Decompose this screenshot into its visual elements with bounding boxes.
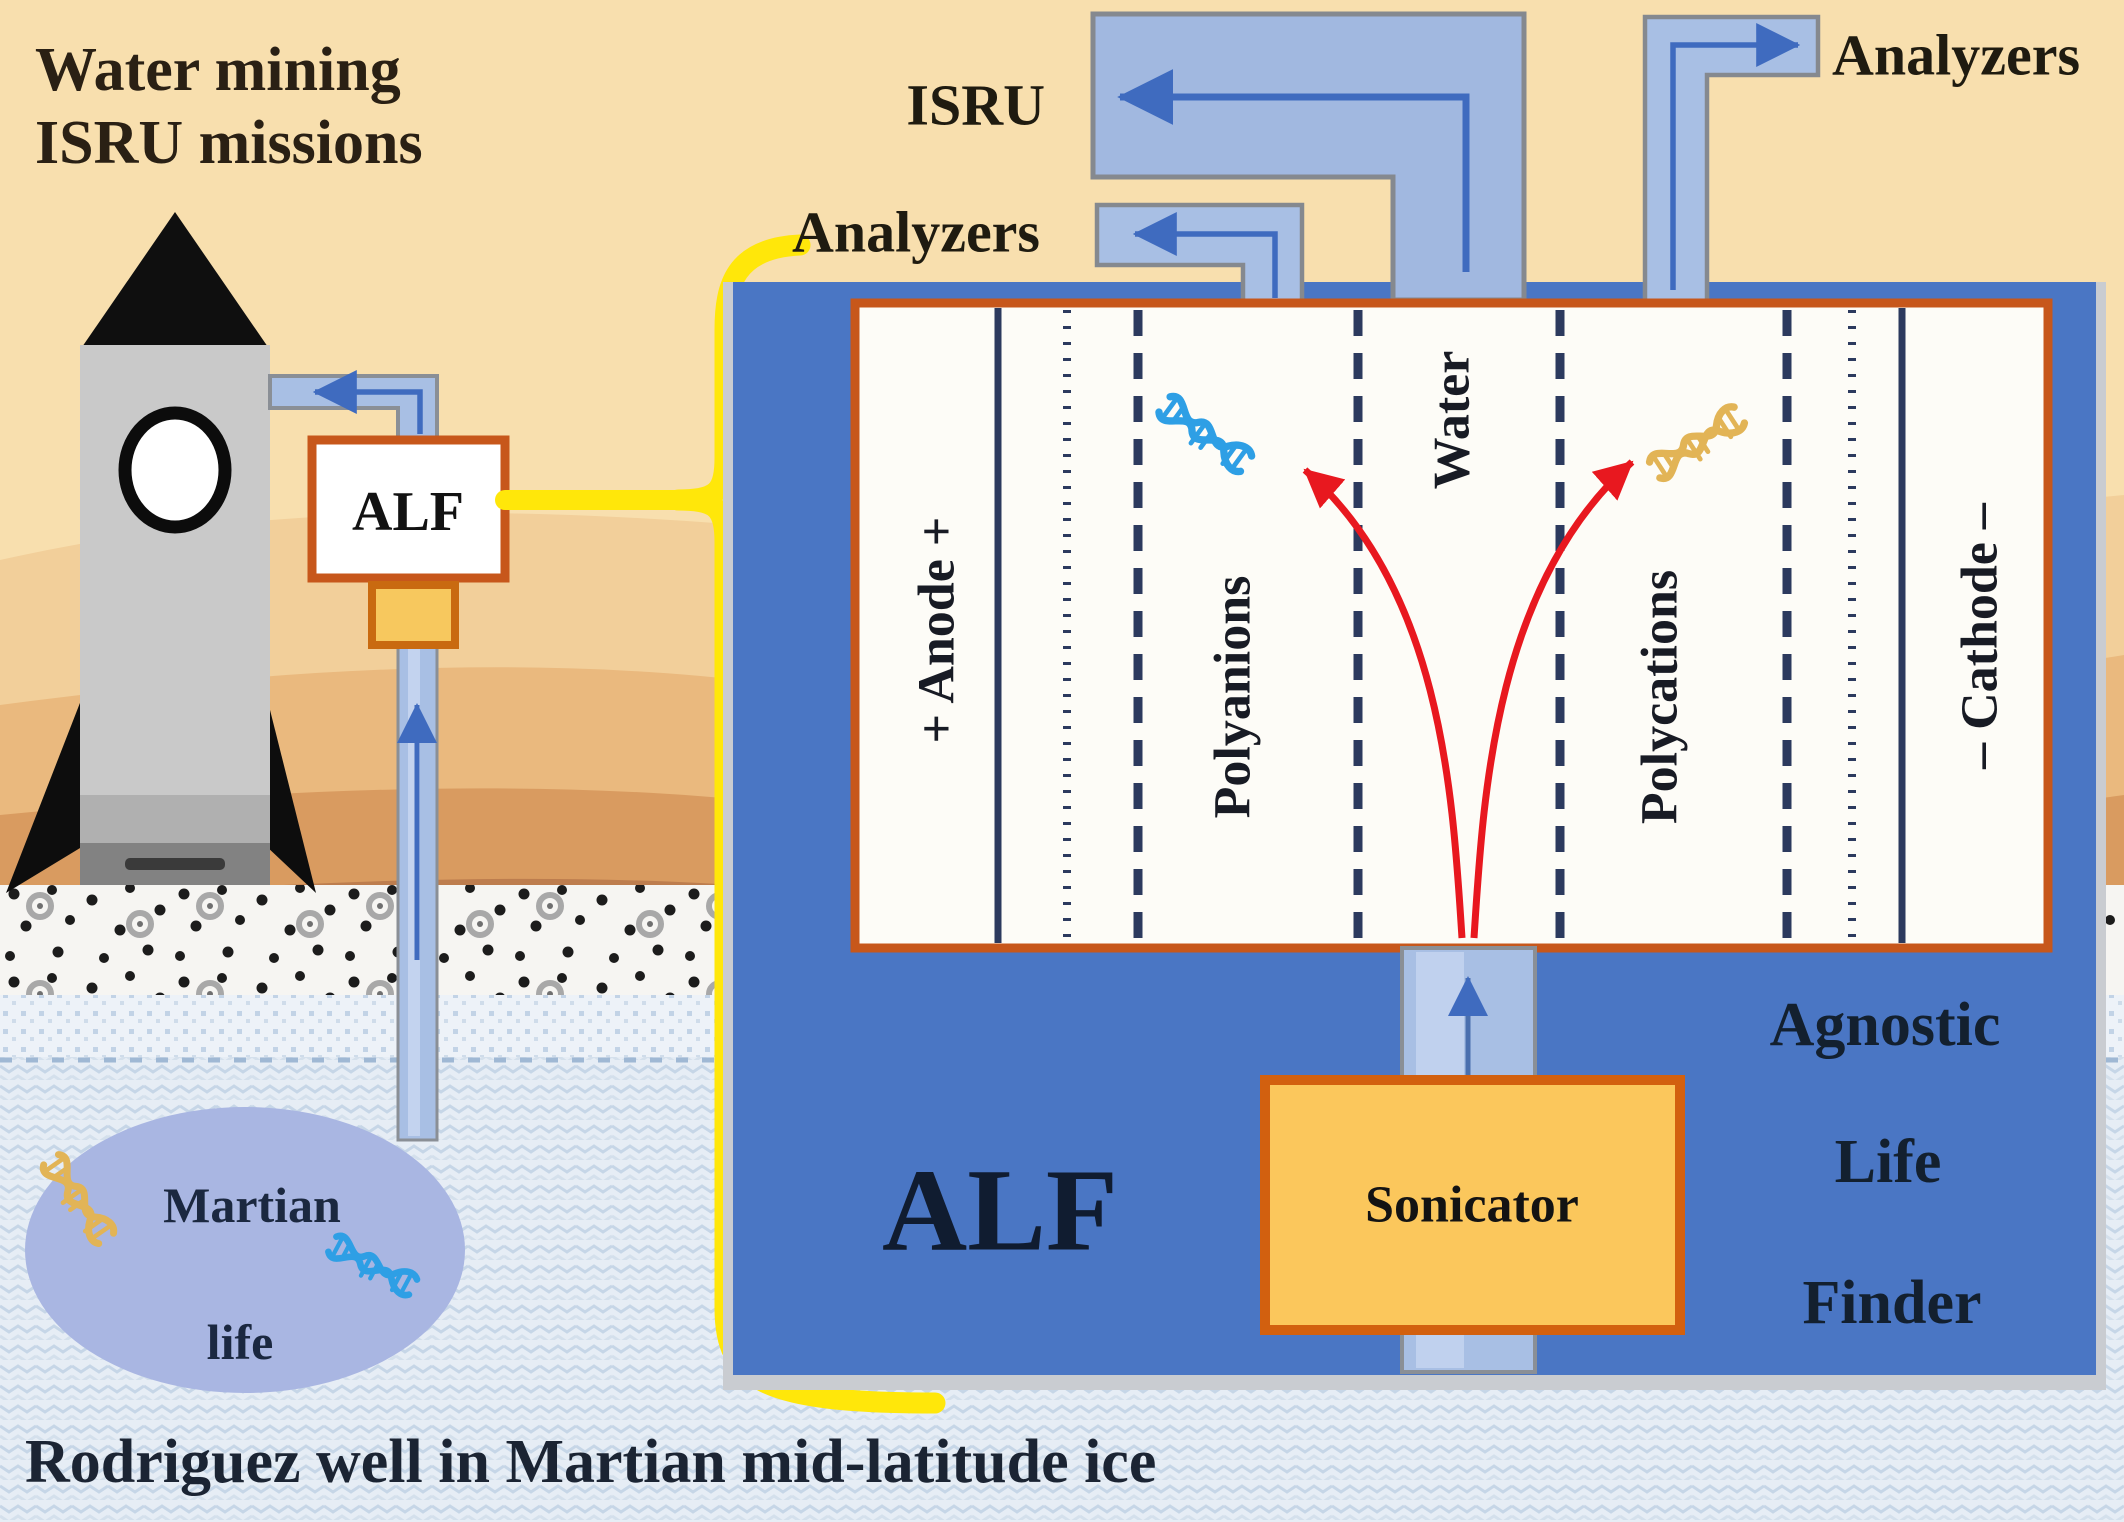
device-name-line-3: Finder xyxy=(1802,1269,1981,1337)
output-labels: ISRU Analyzers Analyzers xyxy=(792,23,2080,265)
flow-arrow-analyzers-left-icon xyxy=(1132,212,1278,298)
water-label: Water xyxy=(1424,351,1481,490)
chamber-membranes xyxy=(994,308,1906,943)
rocket-nose-cone-icon xyxy=(80,212,270,350)
surface-piping: ALF xyxy=(268,370,510,1142)
martian-life-label-1: Martian xyxy=(163,1177,341,1233)
brine-pocket-ellipse xyxy=(25,1107,465,1393)
flow-arrows-left xyxy=(312,370,437,960)
device-name-line-1: Agnostic xyxy=(1770,991,2001,1059)
output-piping xyxy=(1090,11,1821,305)
surface-alf-label: ALF xyxy=(352,481,464,543)
title-block: Water mining ISRU missions xyxy=(35,36,423,177)
cathode-label: – Cathode – xyxy=(1952,502,2009,770)
flow-arrow-to-rocket-icon xyxy=(312,370,423,434)
surface-alf-box xyxy=(307,435,510,583)
separation-arrow-polyanions-icon xyxy=(1302,467,1466,939)
flow-arrows-top xyxy=(1117,23,1801,298)
rocket-marking xyxy=(125,858,225,870)
flow-arrow-analyzers-right-icon xyxy=(1670,23,1801,290)
polycations-label: Polycations xyxy=(1632,570,1689,824)
analyzers-left-label: Analyzers xyxy=(792,200,1040,265)
separation-arrow-polycations-icon xyxy=(1470,459,1635,939)
flow-arrow-isru-icon xyxy=(1117,69,1470,272)
rocket-leg-right xyxy=(265,690,316,893)
rocket-window-icon xyxy=(118,406,232,534)
polyanions-label: Polyanions xyxy=(1205,576,1262,819)
device-alf-label: ALF xyxy=(882,1145,1118,1276)
rocket xyxy=(6,212,316,893)
wellhead-coupler-box xyxy=(368,581,459,649)
title-line-1: Water mining xyxy=(35,36,401,104)
rocket-leg-left xyxy=(6,690,85,893)
rocket-skirt-band xyxy=(80,795,270,843)
electrophoresis-chamber: + Anode + Polyanions Water Polycations –… xyxy=(850,298,2053,953)
sonicator-label: Sonicator xyxy=(1365,1177,1579,1234)
analyzers-right-label: Analyzers xyxy=(1832,23,2080,88)
device-name-block: Agnostic Life Finder xyxy=(1770,991,2001,1337)
anode-label: + Anode + xyxy=(909,517,966,744)
separation-arrows xyxy=(1302,459,1635,939)
device-name-line-2: Life xyxy=(1835,1128,1942,1196)
martian-life-label-2: life xyxy=(207,1314,274,1370)
martian-life-pocket: Martian life xyxy=(25,1107,465,1393)
sonicator-box xyxy=(1260,1075,1685,1335)
title-line-2: ISRU missions xyxy=(35,109,423,177)
bottom-caption: Rodriguez well in Martian mid-latitude i… xyxy=(25,1428,1156,1496)
alf-device: + Anode + Polyanions Water Polycations –… xyxy=(723,11,2106,1390)
sonicator-assembly: Sonicator xyxy=(1260,946,1685,1374)
isru-label: ISRU xyxy=(906,73,1045,138)
